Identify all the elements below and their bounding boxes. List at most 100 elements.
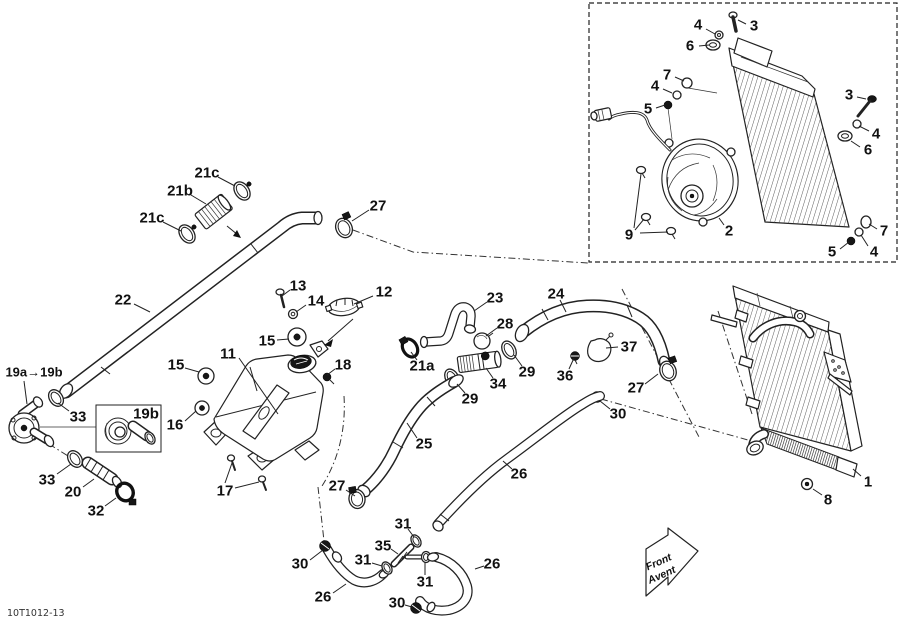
clamp-21c-upper	[233, 181, 252, 201]
tank-flange-ear-right	[294, 440, 320, 461]
callout-number: 15	[259, 333, 276, 350]
inset-border	[588, 2, 898, 263]
callout-leader	[184, 367, 200, 373]
washer-4-bottom	[854, 227, 864, 237]
coolant-tank	[203, 340, 329, 471]
callout-29: 29	[513, 354, 535, 381]
callout-3: 3	[737, 18, 758, 35]
callout-21c: 21c	[194, 165, 236, 187]
callout-leader	[474, 565, 485, 570]
callout-leader	[326, 368, 336, 376]
clamp-30-left	[319, 540, 331, 552]
callout-number: 9	[625, 227, 633, 244]
alignment-lines	[48, 229, 753, 542]
callout-leader	[410, 351, 418, 361]
callout-leader	[295, 304, 307, 313]
main-radiator	[710, 285, 863, 491]
callout-number: 5	[828, 244, 836, 261]
callout-leader	[485, 327, 498, 337]
callout-5: 5	[828, 241, 850, 261]
clamp-27-bottom	[348, 486, 366, 510]
cap-12	[324, 297, 364, 347]
callout-leader	[644, 373, 659, 385]
callout-leader	[133, 303, 151, 313]
diagram-code: 10T1012-13	[7, 608, 65, 619]
fan-screws	[635, 165, 677, 240]
callout-leader	[599, 400, 611, 410]
callout-number: 7	[663, 67, 671, 84]
callout-leader	[404, 604, 413, 608]
callout-leader	[852, 468, 862, 477]
callout-leader	[190, 194, 207, 205]
radiator-foot	[835, 456, 858, 478]
callout-leader	[224, 462, 233, 484]
bushing-7-bottom	[860, 215, 872, 229]
washer-4-top	[714, 30, 724, 40]
callout-9: 9	[625, 173, 669, 244]
callout-leader	[238, 357, 279, 415]
callout-leader	[856, 96, 867, 100]
callout-leader	[407, 528, 415, 538]
callout-26: 26	[315, 583, 347, 606]
washer-14	[287, 308, 299, 320]
callout-number: 24	[548, 286, 565, 303]
callout-4: 4	[860, 234, 879, 261]
callout-leader	[276, 338, 290, 341]
callout-number: 13	[290, 278, 307, 295]
callout-18: 18	[326, 357, 351, 376]
callout-27: 27	[329, 478, 356, 497]
callout-number: 36	[557, 368, 574, 385]
callout-3: 3	[845, 87, 867, 104]
callout-6: 6	[686, 38, 710, 55]
callout-leader	[473, 301, 488, 312]
callout-24: 24	[548, 286, 567, 313]
callout-leader	[23, 380, 28, 405]
callout-number: 3	[750, 18, 758, 35]
nut-5-left	[663, 100, 673, 110]
callout-12: 12	[353, 284, 392, 305]
callout-26: 26	[502, 460, 528, 483]
callout-17: 17	[217, 462, 260, 500]
callout-leader	[345, 489, 356, 497]
callout-number: 30	[389, 595, 406, 612]
callout-37: 37	[605, 339, 637, 356]
callout-number: 22	[115, 292, 132, 309]
hose-23	[419, 302, 477, 349]
callout-leader	[332, 583, 347, 594]
callout-leader	[406, 422, 418, 439]
callout-number: 27	[329, 478, 346, 495]
callout-leader	[850, 140, 861, 148]
callout-number: 26	[511, 466, 528, 483]
callout-30: 30	[292, 549, 324, 573]
callout-leader	[309, 549, 324, 561]
callout-leader	[839, 241, 850, 250]
callout-6: 6	[850, 140, 872, 159]
callout-15: 15	[259, 333, 290, 350]
callout-number: 35	[375, 538, 392, 555]
callout-number: 31	[395, 516, 412, 533]
bracket-37	[587, 338, 612, 363]
callout-number: 30	[610, 406, 627, 423]
callout-4: 4	[858, 125, 881, 143]
callout-1: 1	[852, 468, 872, 491]
callout-number: 1	[864, 474, 872, 491]
clamp-27-top	[334, 211, 354, 239]
callout-27: 27	[351, 198, 386, 222]
callout-number: 31	[417, 574, 434, 591]
hose-26-long	[432, 391, 605, 532]
callout-leader	[281, 289, 291, 297]
callout-13: 13	[281, 278, 307, 297]
callout-number: 21b	[167, 183, 193, 200]
callout-leader	[868, 223, 878, 230]
callout-number: 31	[355, 552, 372, 569]
callout-number: 11	[220, 346, 236, 363]
callout-number: 6	[686, 38, 694, 55]
callout-leader	[812, 488, 823, 496]
callout-leader	[82, 478, 95, 488]
screw-36	[570, 351, 580, 365]
inset-fan-assembly	[588, 2, 898, 263]
callout-leader	[634, 218, 645, 231]
callout-leader	[858, 125, 870, 132]
callout-leader	[217, 176, 236, 187]
